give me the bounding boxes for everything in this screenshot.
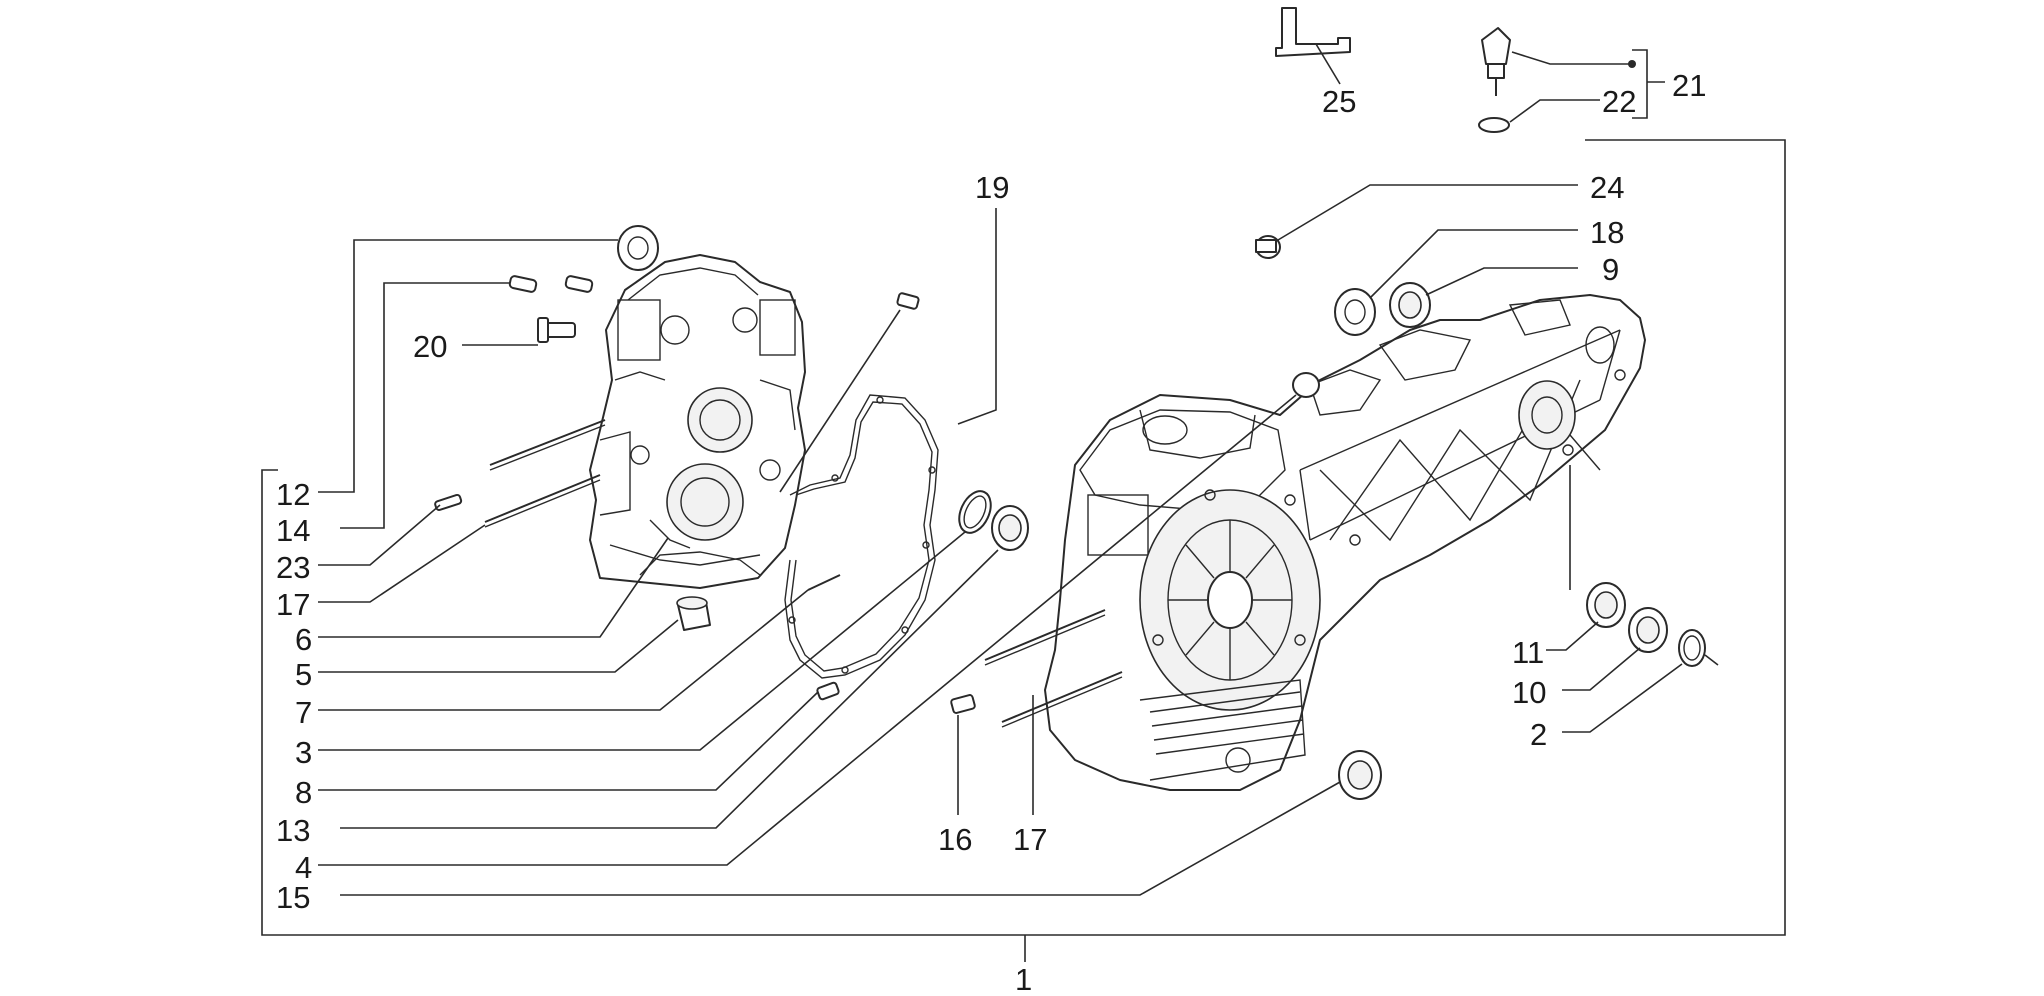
label-24: 24: [1590, 170, 1624, 205]
label-23: 23: [276, 550, 310, 585]
left-crankcase-half: [589, 254, 806, 589]
label-18: 18: [1590, 215, 1624, 250]
label-25: 25: [1322, 84, 1356, 119]
label-12: 12: [276, 477, 310, 512]
leader-lines: [318, 43, 1683, 896]
label-3: 3: [295, 735, 312, 770]
group-brackets: [261, 49, 1786, 962]
label-5: 5: [295, 657, 312, 692]
label-7: 7: [295, 695, 312, 730]
label-2: 2: [1530, 717, 1547, 752]
label-22: 22: [1602, 84, 1636, 119]
label-21: 21: [1672, 68, 1706, 103]
gasket: [784, 394, 939, 679]
label-1: 1: [1015, 962, 1032, 996]
label-4: 4: [295, 850, 312, 885]
label-6: 6: [295, 622, 312, 657]
label-14: 14: [276, 513, 310, 548]
reference-labels: 1 2 3 4 5 6 7 8 9 10 11 12 13 14 15 16 1…: [276, 68, 1706, 996]
right-small-parts: [950, 7, 1719, 800]
label-20: 20: [413, 329, 447, 364]
label-16: 16: [938, 822, 972, 857]
label-9: 9: [1602, 252, 1619, 287]
label-13: 13: [276, 813, 310, 848]
label-11: 11: [1512, 635, 1544, 670]
label-10: 10: [1512, 675, 1546, 710]
label-15: 15: [276, 880, 310, 915]
label-17-right: 17: [1013, 822, 1047, 857]
left-small-parts: [434, 225, 1029, 701]
label-17-left: 17: [276, 587, 310, 622]
label-8: 8: [295, 775, 312, 810]
right-crankcase-half: [1044, 294, 1646, 791]
label-19: 19: [975, 170, 1009, 205]
